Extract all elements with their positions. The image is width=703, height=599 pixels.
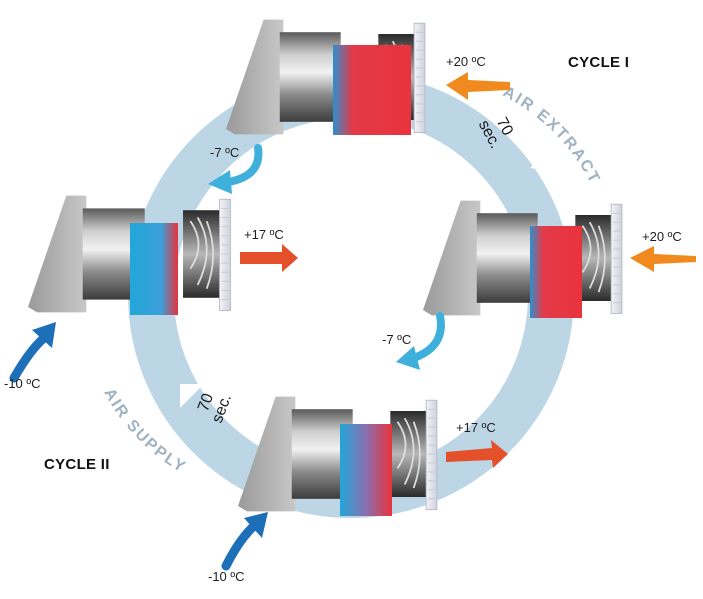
temp-left-outside: -10 ºC bbox=[4, 376, 41, 391]
temp-bottom-outside: -10 ºC bbox=[208, 569, 245, 584]
top-cold-arrow-icon bbox=[208, 144, 263, 194]
bottom-hot-arrow-icon bbox=[446, 440, 508, 468]
unit-left bbox=[28, 194, 232, 315]
supply-timer: 70 sec. bbox=[195, 391, 235, 425]
cycle-2-title: CYCLE II bbox=[44, 456, 110, 473]
temp-bottom-inside: +17 ºC bbox=[456, 420, 496, 435]
temp-right-inside: +20 ºC bbox=[642, 229, 682, 244]
extract-timer-marker-icon bbox=[530, 150, 548, 170]
unit-right-exchanger bbox=[530, 226, 582, 318]
unit-right bbox=[423, 199, 623, 318]
right-warm-arrow-icon bbox=[630, 246, 696, 272]
svg-text:70: 70 bbox=[493, 115, 516, 139]
left-hot-arrow-icon bbox=[240, 244, 298, 272]
unit-left-exchanger bbox=[130, 223, 178, 315]
unit-bottom-icon bbox=[238, 395, 438, 513]
top-warm-arrow-icon bbox=[446, 72, 510, 100]
unit-bottom-exchanger bbox=[340, 424, 392, 516]
temp-right-outside: -7 ºC bbox=[382, 332, 411, 347]
unit-right-icon bbox=[423, 199, 623, 317]
unit-bottom bbox=[238, 395, 438, 516]
svg-text:70: 70 bbox=[195, 391, 217, 414]
supply-timer-marker-icon bbox=[180, 384, 204, 408]
bottom-cold-intake-arrow-icon bbox=[221, 512, 268, 571]
unit-top bbox=[226, 18, 426, 136]
unit-top-exchanger bbox=[333, 45, 411, 135]
right-cold-arrow-icon bbox=[396, 312, 445, 370]
cycle-1-title: CYCLE I bbox=[568, 54, 629, 71]
unit-left-icon bbox=[28, 194, 232, 314]
left-cold-intake-arrow-icon bbox=[9, 322, 56, 383]
temp-top-inside: +20 ºC bbox=[446, 54, 486, 69]
temp-top-outside: -7 ºC bbox=[210, 145, 239, 160]
temp-left-inside: +17 ºC bbox=[244, 227, 284, 242]
